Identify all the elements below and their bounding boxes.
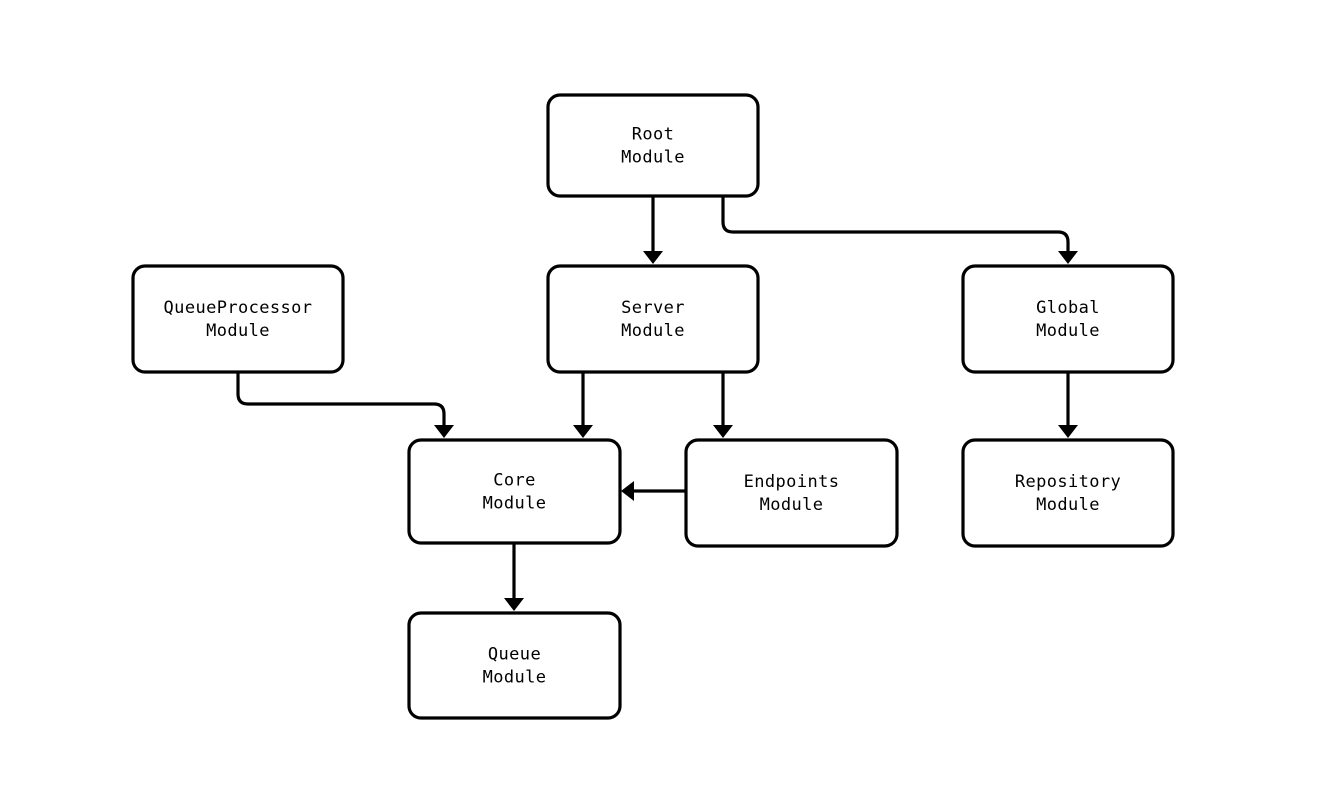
edge-line [721, 196, 1070, 252]
edge-layer [236, 196, 1078, 611]
arrow-head-icon [713, 425, 733, 438]
node-label-line1: Root [632, 125, 675, 145]
arrow-head-icon [573, 425, 593, 438]
node-box[interactable] [546, 264, 760, 374]
edge-server-to-core [573, 372, 593, 438]
arrow-head-icon [621, 481, 634, 501]
node-label-line1: Global [1036, 298, 1100, 318]
edge-queueprocessor-to-core [236, 372, 454, 438]
edge-root-to-server [643, 196, 663, 264]
edge-server-to-endpoints [713, 372, 733, 438]
node-label-line2: Module [206, 321, 270, 341]
node-label-line2: Module [621, 321, 685, 341]
node-box[interactable] [961, 438, 1175, 548]
arrow-head-icon [643, 251, 663, 264]
node-box[interactable] [407, 611, 622, 720]
arrow-head-icon [434, 425, 454, 438]
node-label-line2: Module [1036, 321, 1100, 341]
arrow-head-icon [504, 598, 524, 611]
node-box[interactable] [546, 93, 760, 198]
edge-core-to-queue [504, 543, 524, 611]
arrow-head-icon [1058, 425, 1078, 438]
edge-global-to-repository [1058, 372, 1078, 438]
node-label-line1: Core [493, 471, 536, 491]
node-label-line2: Module [483, 494, 547, 514]
node-box[interactable] [407, 438, 622, 545]
node-box[interactable] [961, 264, 1175, 374]
node-label-line1: Endpoints [744, 472, 840, 492]
node-label-line1: Server [621, 298, 685, 318]
node-label-line1: QueueProcessor [164, 298, 313, 318]
edge-line [236, 372, 446, 426]
node-label-line2: Module [760, 495, 824, 515]
node-label-line1: Repository [1015, 472, 1121, 492]
node-label-line1: Queue [488, 645, 541, 665]
arrow-head-icon [1058, 251, 1078, 264]
node-box[interactable] [131, 264, 345, 374]
node-layer: RootModuleQueueProcessorModuleServerModu… [131, 93, 1175, 720]
node-label-line2: Module [621, 148, 685, 168]
node-box[interactable] [684, 438, 899, 548]
edge-endpoints-to-core [621, 481, 686, 501]
edge-root-to-global [721, 196, 1078, 264]
node-label-line2: Module [483, 668, 547, 688]
node-label-line2: Module [1036, 495, 1100, 515]
